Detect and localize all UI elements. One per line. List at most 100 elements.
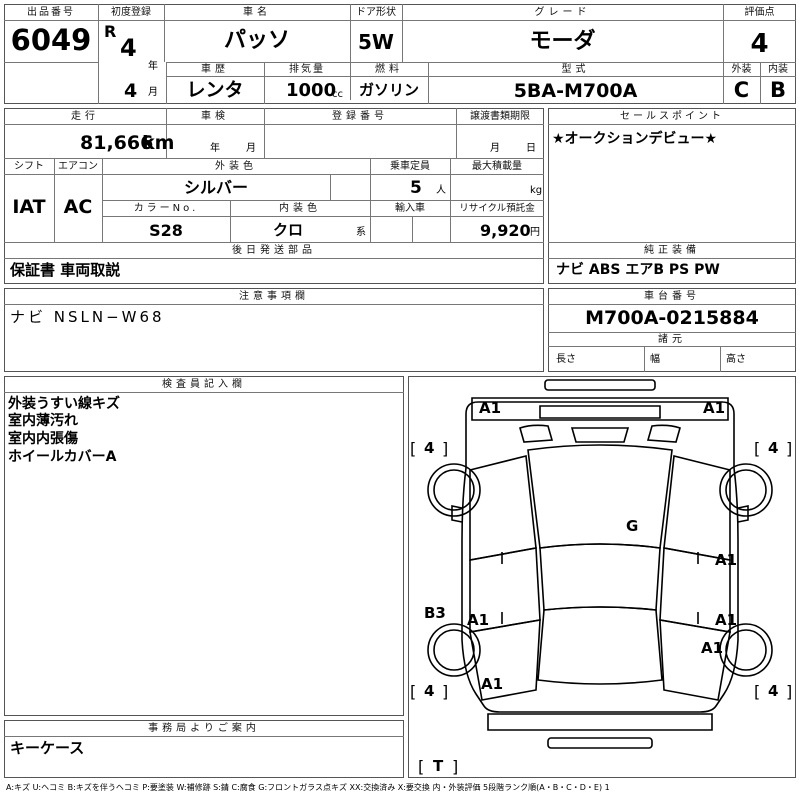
interior-color-unit: 系	[356, 227, 366, 238]
equipment: ナビ ABS エアB PS PW	[556, 262, 720, 278]
score-label: 評価点	[744, 7, 775, 18]
inspection-year-unit: 年	[210, 143, 220, 154]
notes: ナビ NSLN−W68	[10, 308, 165, 326]
history-label: 車歴	[201, 64, 229, 75]
spec-label: 諸元	[658, 334, 686, 345]
length-label: 長さ	[556, 354, 576, 365]
max-load-unit: kg	[530, 185, 543, 196]
mileage-unit: km	[142, 132, 175, 154]
notes-box	[4, 288, 544, 372]
inspector-line: 室内内張傷	[8, 431, 78, 447]
damage-mark: A1	[715, 611, 738, 629]
first-registration-label: 初度登録	[111, 7, 151, 18]
registration-number-label: 登録番号	[332, 111, 388, 122]
grade: モーダ	[529, 29, 596, 54]
damage-mark: A1	[479, 399, 502, 417]
transfer-month-unit: 月	[490, 143, 500, 154]
damage-mark: A1	[701, 639, 724, 657]
model-label: 型式	[561, 64, 590, 75]
era: R	[104, 22, 117, 41]
door-type-label: ドア形状	[356, 7, 396, 18]
interior-color: クロ	[272, 221, 303, 239]
inspector-label: 検査員記入欄	[162, 379, 246, 390]
lot-number: 6049	[10, 23, 92, 57]
car-name: パッソ	[223, 28, 290, 53]
damage-mark: B3	[424, 604, 446, 622]
transfer-deadline-label: 譲渡書類期限	[470, 111, 530, 122]
lot-number-label: 出品番号	[27, 7, 75, 18]
inspector-line: 室内薄汚れ	[8, 413, 78, 429]
car-diagram: [ ] [ ] [ ] [ ] [ ]	[410, 379, 792, 776]
capacity: 5	[410, 178, 422, 198]
car-outline	[461, 401, 739, 713]
recycle-fee: 9,920	[480, 221, 531, 240]
fuel-label: 燃料	[375, 64, 403, 75]
recycle-unit: 円	[530, 227, 540, 238]
sales-point: ★オークションデビュー★	[552, 131, 718, 147]
aircon: AC	[63, 196, 93, 218]
later-parts: 保証書 車両取説	[10, 261, 121, 279]
svg-text:[: [	[418, 757, 424, 776]
fuel: ガソリン	[358, 81, 419, 99]
damage-mark: A1	[703, 399, 726, 417]
color-number: S28	[149, 221, 183, 240]
header-table	[4, 4, 796, 104]
recycle-label: リサイクル預託金	[459, 203, 535, 214]
capacity-label: 乗車定員	[390, 161, 430, 172]
shift-label: シフト	[14, 161, 44, 172]
displacement: 1000	[286, 80, 337, 101]
office-note: キーケース	[10, 739, 85, 757]
svg-text:[: [	[754, 439, 760, 458]
exterior-grade: C	[733, 78, 750, 102]
width-label: 幅	[650, 354, 660, 365]
damage-mark: G	[626, 517, 639, 535]
mileage-label: 走行	[71, 111, 99, 122]
month-unit: 月	[148, 87, 158, 98]
exterior-label: 外装	[731, 64, 752, 75]
door-type: 5W	[358, 30, 394, 54]
max-load-label: 最大積載量	[472, 161, 522, 172]
year-unit: 年	[148, 61, 158, 72]
inspector-box	[4, 376, 404, 716]
tire-score: 4	[768, 682, 779, 700]
mileage: 81,666	[80, 132, 154, 154]
svg-text:]: ]	[786, 439, 792, 458]
spare-tire: T	[433, 757, 444, 775]
chassis-label: 車台番号	[644, 291, 700, 302]
legend: A:キズ U:ヘコミ B:キズを伴うヘコミ P:要塗装 W:補修跡 S:錆 C:…	[6, 783, 610, 792]
notes-label: 注意事項欄	[239, 291, 309, 302]
later-parts-label: 後日発送部品	[232, 245, 316, 256]
registration-month: 4	[124, 80, 138, 102]
svg-text:[: [	[410, 439, 416, 458]
office-box	[4, 720, 404, 778]
svg-text:[: [	[410, 682, 416, 701]
capacity-unit: 人	[436, 185, 446, 196]
tire-score: 4	[424, 439, 435, 457]
damage-mark: A1	[715, 551, 738, 569]
shift: IAT	[12, 196, 46, 218]
score: 4	[750, 29, 769, 59]
displacement-label: 排気量	[289, 64, 325, 75]
registration-year: 4	[120, 34, 137, 62]
sales-point-label: セールスポイント	[620, 111, 724, 122]
svg-text:]: ]	[452, 757, 458, 776]
inspection-month-unit: 月	[246, 143, 256, 154]
exterior-color: シルバー	[183, 178, 248, 197]
inspection-label: 車検	[201, 111, 229, 122]
svg-text:]: ]	[442, 682, 448, 701]
exterior-color-label: 外装色	[215, 161, 257, 172]
equipment-label: 純正装備	[644, 245, 700, 256]
chassis-box	[548, 288, 796, 372]
color-number-label: カラーNo.	[133, 203, 199, 214]
chassis-number: M700A-0215884	[585, 307, 759, 329]
damage-mark: A1	[481, 675, 504, 693]
interior-label: 内装	[768, 64, 788, 75]
damage-mark: A1	[467, 611, 490, 629]
svg-text:]: ]	[786, 682, 792, 701]
grade-label: グレード	[534, 7, 591, 18]
tire-score: 4	[768, 439, 779, 457]
svg-text:[: [	[754, 682, 760, 701]
interior-color-label: 内装色	[279, 203, 321, 214]
sales-point-box	[548, 108, 796, 284]
history: レンタ	[186, 79, 244, 101]
